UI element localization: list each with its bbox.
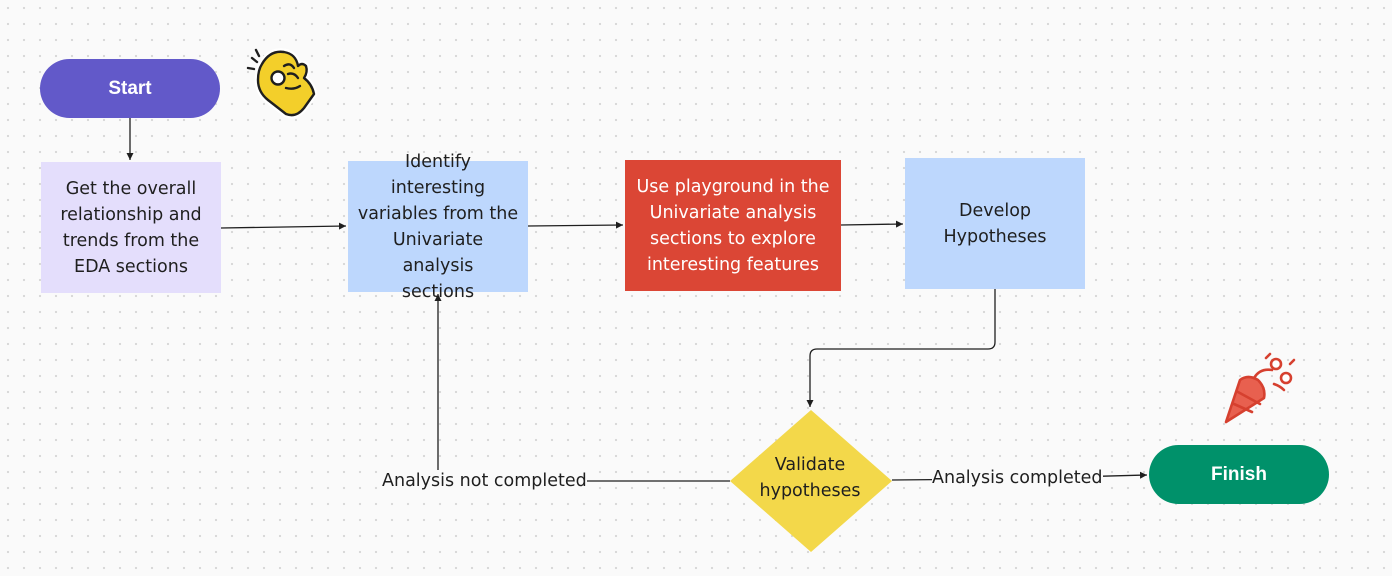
edge-identify-to-playground: [527, 221, 624, 229]
develop-line: Hypotheses: [943, 226, 1047, 247]
develop-hypotheses-node[interactable]: Develop Hypotheses: [905, 158, 1085, 289]
validate-line: hypotheses: [759, 481, 861, 501]
validate-line: Validate: [774, 455, 846, 475]
finish-node[interactable]: Finish: [1149, 445, 1329, 504]
playground-line: interesting features: [646, 254, 820, 275]
playground-explore-node[interactable]: Use playground in the Univariate analysi…: [625, 160, 841, 291]
edge-playground-to-develop: [840, 220, 904, 228]
eda-overview-node[interactable]: Get the overall relationship and trends …: [41, 162, 221, 293]
edge-validate-to-identify: [434, 294, 730, 482]
eda-line: relationship and: [60, 204, 202, 225]
playground-line: sections to explore: [650, 228, 816, 249]
identify-variables-node[interactable]: Identify interesting variables from the …: [348, 152, 528, 302]
start-label: Start: [108, 77, 152, 99]
playground-line: Use playground in the: [636, 176, 830, 197]
ok-hand-icon: [246, 48, 318, 119]
identify-line: Identify interesting: [390, 151, 486, 198]
eda-line: trends from the: [62, 230, 200, 251]
analysis-not-completed-label: Analysis not completed: [382, 470, 587, 492]
playground-line: Univariate analysis: [649, 202, 817, 223]
validate-diamond[interactable]: [730, 410, 892, 552]
validate-hypotheses-label: Validate hypotheses: [745, 452, 875, 504]
finish-label: Finish: [1211, 463, 1267, 485]
eda-line: Get the overall: [65, 178, 197, 199]
identify-line: variables from the: [357, 203, 519, 224]
develop-line: Develop: [958, 200, 1032, 221]
edge-develop-to-validate: [806, 289, 996, 407]
identify-line: Univariate analysis: [392, 229, 484, 276]
party-popper-icon: [1224, 352, 1296, 424]
eda-line: EDA sections: [74, 256, 188, 277]
start-node[interactable]: Start: [40, 59, 220, 118]
identify-line: sections: [401, 281, 475, 302]
edge-eda-to-identify: [220, 222, 347, 230]
analysis-completed-label: Analysis completed: [932, 467, 1103, 489]
